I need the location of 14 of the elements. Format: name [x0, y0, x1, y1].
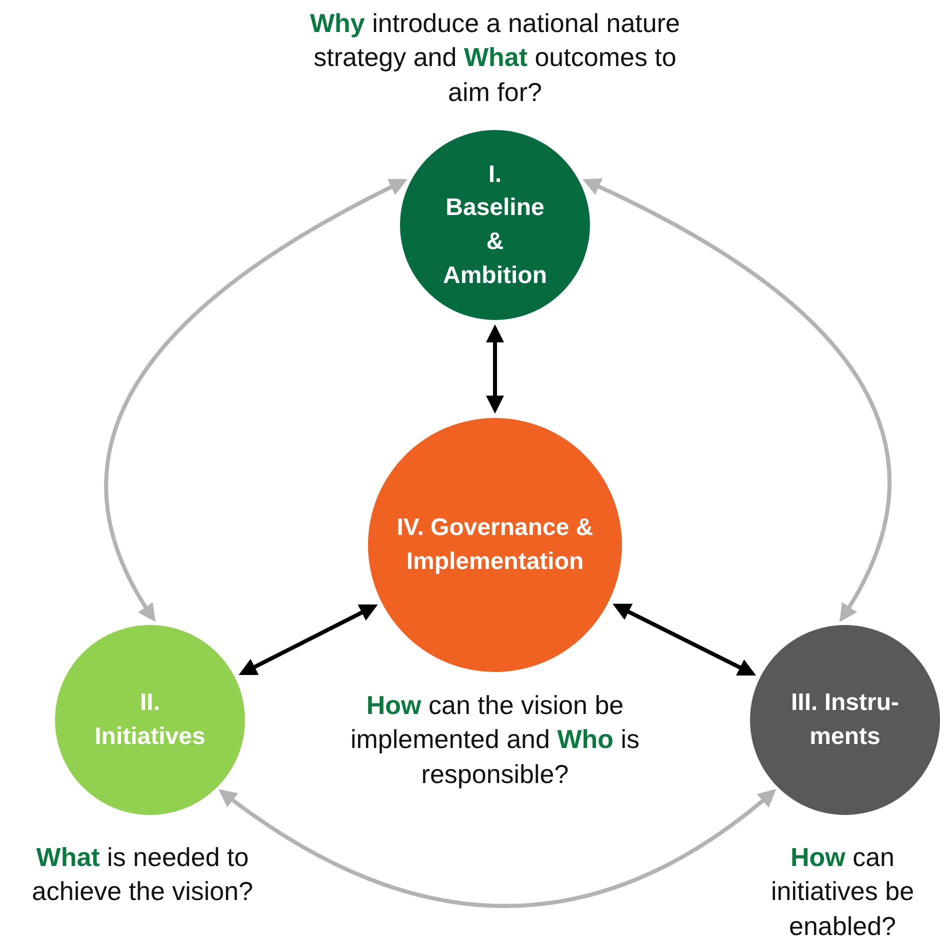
question-text: Why introduce a national nature strategy and What outcomes to aim for? [308, 7, 681, 109]
double-arrow [486, 324, 504, 414]
double-arrow [104, 178, 408, 622]
question-text: How can the vision be implemented and Who is responsible? [350, 689, 640, 791]
double-arrow [218, 789, 776, 908]
question-text: How can initiatives be enabled? [770, 841, 916, 943]
node-label: III. Instru- ments [790, 688, 900, 752]
double-arrow [238, 604, 378, 676]
node-label: I. Baseline & Ambition [442, 160, 548, 291]
double-arrow [612, 604, 756, 676]
node-label: II. Initiatives [94, 688, 206, 752]
node-label: IV. Governance & Implementation [396, 513, 594, 577]
double-arrow [582, 178, 891, 622]
question-text: What is needed to achieve the vision? [30, 841, 254, 908]
